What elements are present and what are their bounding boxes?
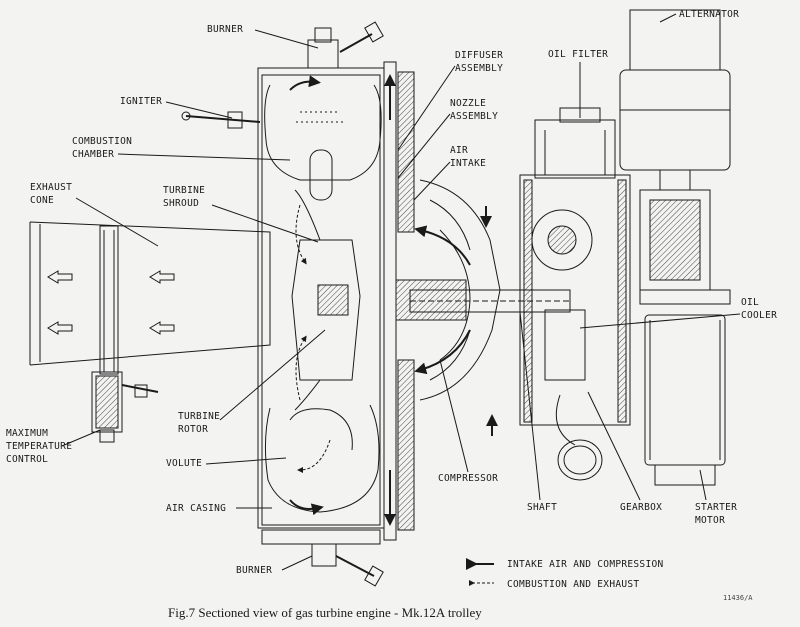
figure-reference: 11436/A [723, 594, 753, 602]
label-air-intake-1: AIR [450, 145, 468, 156]
intake-air-arrows [289, 74, 498, 526]
igniter [181, 111, 261, 129]
label-burner-top: BURNER [207, 24, 243, 35]
label-exhaust-cone-2: CONE [30, 195, 54, 206]
label-shaft: SHAFT [527, 502, 557, 513]
exhaust-cone [29, 221, 271, 375]
engine-drawing [29, 9, 731, 587]
legend-exhaust-item: COMBUSTION AND EXHAUST [469, 579, 639, 590]
label-oil-filter: OIL FILTER [548, 49, 608, 60]
starter-motor [644, 314, 726, 486]
label-combustion-chamber-1: COMBUSTION [72, 136, 132, 147]
legend-exhaust-label: COMBUSTION AND EXHAUST [507, 579, 639, 590]
legend-intake-item: INTAKE AIR AND COMPRESSION [466, 558, 664, 570]
label-igniter: IGNITER [120, 96, 162, 107]
label-combustion-chamber-2: CHAMBER [72, 149, 114, 160]
oil-filter [534, 107, 616, 179]
label-air-intake-2: INTAKE [450, 158, 486, 169]
label-alternator: ALTERNATOR [679, 9, 739, 20]
label-starter-motor-2: MOTOR [695, 515, 725, 526]
label-max-temp-control-1: MAXIMUM [6, 428, 48, 439]
bulkhead [383, 61, 467, 541]
oil-cooler-coil [557, 439, 603, 481]
exhaust-flow-arrows [295, 204, 331, 473]
temperature-control-unit [91, 371, 159, 443]
label-oil-cooler-2: COOLER [741, 310, 777, 321]
burner-bottom [261, 529, 384, 587]
figure-caption: Fig.7 Sectioned view of gas turbine engi… [168, 605, 482, 620]
label-nozzle-assembly-2: ASSEMBLY [450, 111, 498, 122]
label-nozzle-assembly-1: NOZZLE [450, 98, 486, 109]
label-max-temp-control-2: TEMPERATURE [6, 441, 72, 452]
label-oil-cooler-1: OIL [741, 297, 759, 308]
shaft [409, 289, 571, 313]
alternator [619, 9, 731, 305]
label-gearbox: GEARBOX [620, 502, 662, 513]
label-turbine-rotor-2: ROTOR [178, 424, 208, 435]
combustion-chamber-body [257, 67, 385, 529]
label-starter-motor-1: STARTER [695, 502, 737, 513]
burner-top [307, 21, 384, 69]
legend: INTAKE AIR AND COMPRESSION COMBUSTION AN… [466, 558, 664, 590]
label-diffuser-assembly-2: ASSEMBLY [455, 63, 503, 74]
label-diffuser-assembly-1: DIFFUSER [455, 50, 503, 61]
labels: BURNER IGNITER COMBUSTION CHAMBER EXHAUS… [6, 9, 777, 576]
label-exhaust-cone-1: EXHAUST [30, 182, 72, 193]
label-compressor: COMPRESSOR [438, 473, 498, 484]
label-volute: VOLUTE [166, 458, 202, 469]
label-turbine-shroud-1: TURBINE [163, 185, 205, 196]
label-turbine-shroud-2: SHROUD [163, 198, 199, 209]
label-turbine-rotor-1: TURBINE [178, 411, 220, 422]
label-air-casing: AIR CASING [166, 503, 226, 514]
legend-intake-label: INTAKE AIR AND COMPRESSION [507, 559, 664, 570]
label-burner-bottom: BURNER [236, 565, 272, 576]
label-max-temp-control-3: CONTROL [6, 454, 48, 465]
gearbox-housing [519, 174, 631, 446]
